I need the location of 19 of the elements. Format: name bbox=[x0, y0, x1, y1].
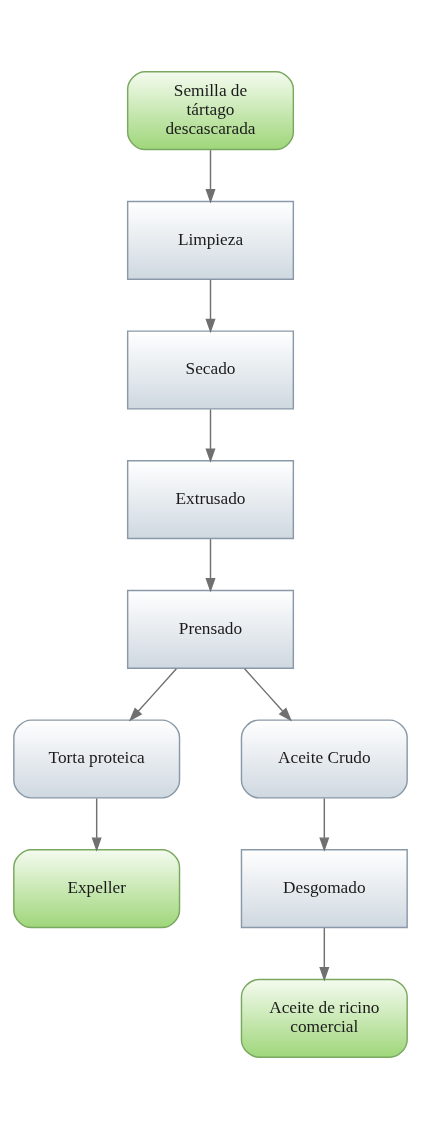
arrow bbox=[243, 668, 293, 722]
node-box: Prensado bbox=[126, 589, 295, 669]
arrow bbox=[205, 408, 216, 463]
arrow bbox=[205, 149, 216, 204]
node-box: Aceite de ricino comercial bbox=[240, 978, 408, 1058]
arrow bbox=[205, 279, 216, 334]
node-box: Extrusado bbox=[126, 460, 295, 540]
node-box: Secado bbox=[126, 330, 295, 410]
arrow bbox=[319, 927, 330, 982]
arrow bbox=[128, 668, 178, 722]
node-box: Desgomado bbox=[240, 849, 408, 929]
arrow bbox=[319, 797, 330, 852]
node-box: Expeller bbox=[13, 849, 181, 929]
node-box: Aceite Crudo bbox=[240, 719, 408, 799]
arrow bbox=[91, 797, 102, 852]
node-box: Limpieza bbox=[126, 200, 295, 280]
node-box: Semilla de tártago descascarada bbox=[126, 71, 295, 151]
node-box: Torta proteica bbox=[13, 719, 181, 799]
arrow bbox=[205, 538, 216, 593]
